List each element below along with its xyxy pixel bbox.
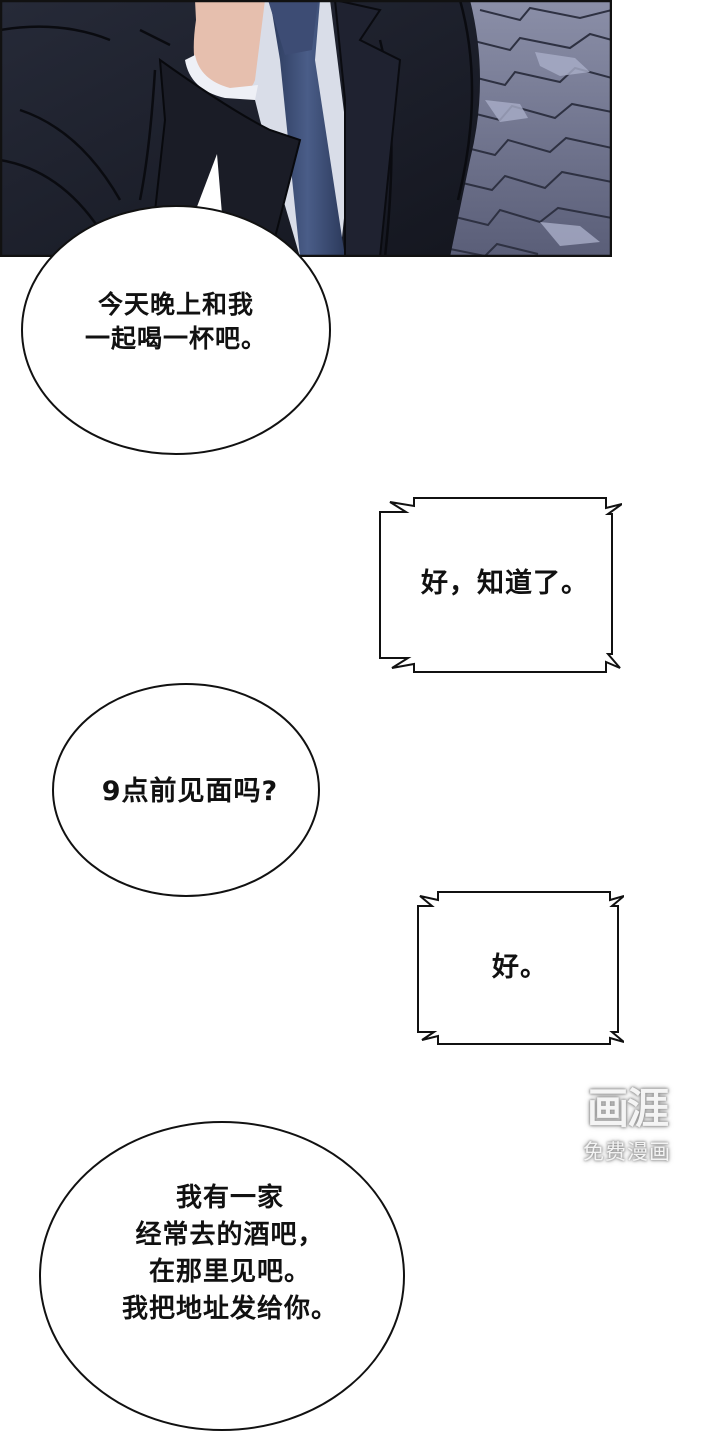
- bubble-1-text: 今天晚上和我 一起喝一杯吧。: [84, 290, 267, 353]
- speech-bubble-oval-3: [52, 683, 320, 897]
- speech-bubble-jagged-box-2: [379, 497, 622, 673]
- bubble-3-text: 9点前见面吗?: [101, 776, 279, 807]
- watermark-subtitle: 免费漫画: [583, 1140, 671, 1164]
- bubble-5-text: 我有一家 经常去的酒吧， 在那里见吧。 我把地址发给你。: [121, 1183, 338, 1324]
- speech-bubble-oval-5: [39, 1121, 405, 1431]
- bubble-4-text: 好。: [492, 952, 548, 983]
- speech-bubble-oval-1: [21, 205, 331, 455]
- watermark-brand: 画涯: [586, 1084, 669, 1133]
- watermark-logo: 画涯 免费漫画: [566, 1088, 688, 1166]
- suit-figure-illustration: [0, 0, 612, 257]
- speech-bubble-jagged-box-4: [417, 891, 624, 1045]
- bubble-2-text: 好，知道了。: [421, 568, 589, 599]
- comic-panel-artwork: [0, 0, 612, 257]
